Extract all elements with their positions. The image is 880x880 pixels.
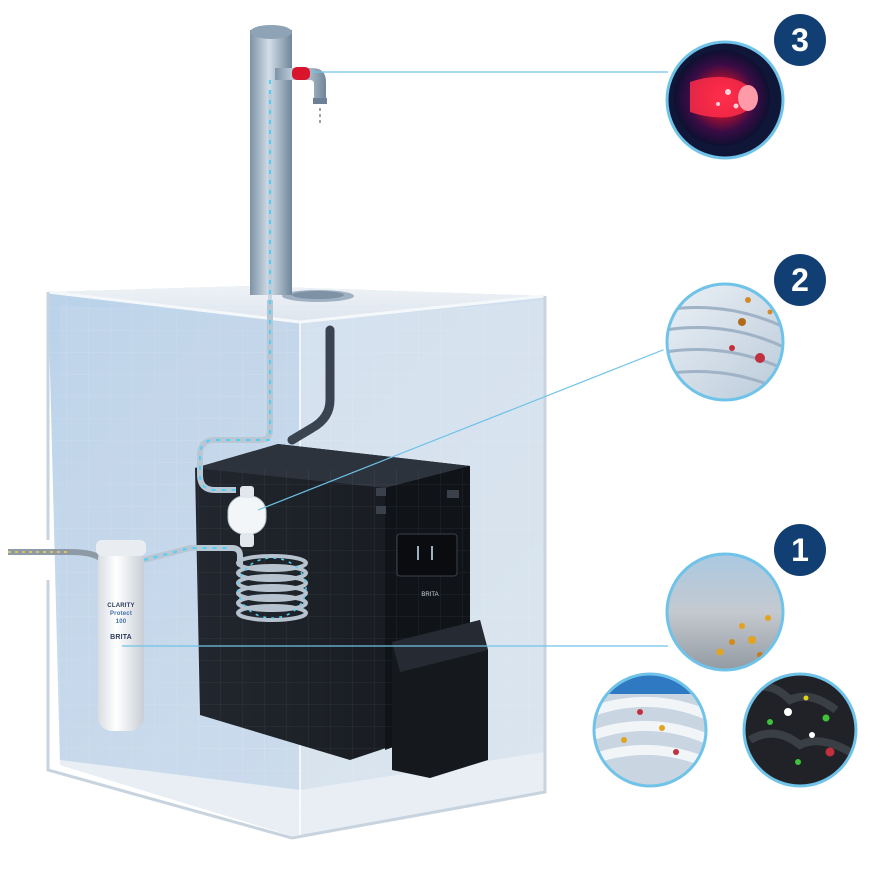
step-badge-1: 1	[774, 524, 826, 576]
detail-1-fibers	[590, 670, 710, 790]
filter-label-line1: CLARITY	[107, 603, 135, 609]
outlet-hose	[287, 325, 335, 445]
water-filter-cartridge	[96, 540, 146, 731]
tap-column	[250, 25, 327, 295]
filter-label-line3: 100	[115, 619, 127, 625]
callout-lines	[122, 71, 669, 647]
step-badge-3: 3	[774, 14, 826, 66]
step-badge-2: 2	[774, 254, 826, 306]
detail-1-prefilter	[663, 550, 787, 674]
filter-brand-label: BRITA	[110, 634, 132, 641]
detail-1-carbon-block	[740, 670, 860, 790]
cooling-coil	[236, 554, 308, 622]
water-pipes	[143, 80, 273, 566]
filter-label-line2: Protect	[109, 611, 133, 617]
detail-3-uv-led	[663, 38, 787, 162]
membrane-housing	[227, 486, 267, 547]
unit-brand-label: BRITA	[421, 592, 438, 598]
detail-2-membrane	[663, 280, 787, 404]
